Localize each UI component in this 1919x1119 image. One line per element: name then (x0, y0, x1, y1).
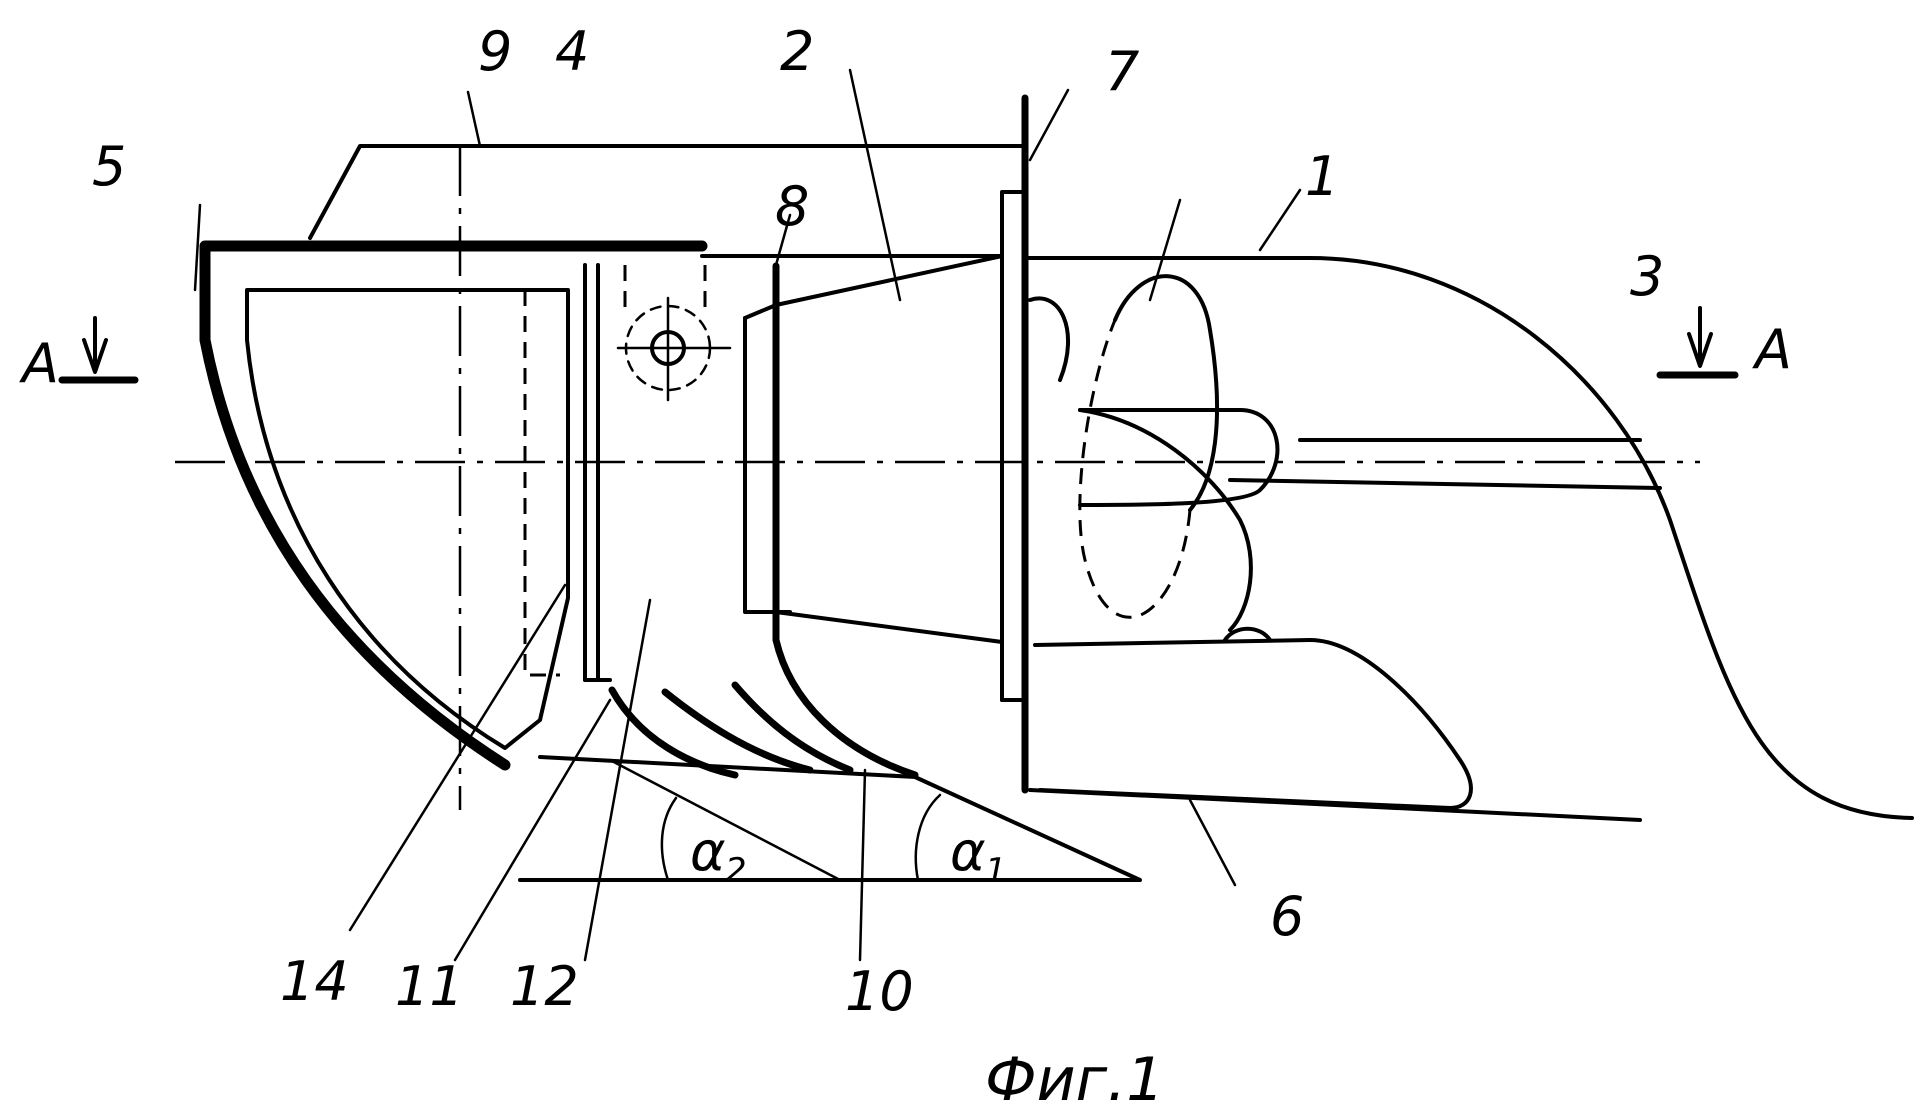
angle-alpha1: α 1 (950, 820, 1007, 891)
alpha2-symbol: α (690, 820, 726, 883)
label-9: 9 (478, 20, 512, 83)
figure-caption: Фиг.1 (985, 1045, 1164, 1115)
section-label-right: A (1752, 318, 1792, 381)
label-7: 7 (1105, 40, 1139, 103)
channel-2 (700, 254, 1004, 779)
label-6: 6 (1270, 885, 1304, 948)
alpha1-sub: 1 (985, 851, 1007, 891)
label-2: 2 (780, 20, 814, 83)
label-1: 1 (1305, 145, 1339, 208)
angle-alpha2: α 2 (690, 820, 747, 891)
label-3: 3 (1630, 245, 1664, 308)
section-mark-left: A (19, 316, 139, 395)
drum-1 (1028, 274, 1280, 632)
section-label-left: A (19, 332, 59, 395)
label-10: 10 (845, 960, 914, 1023)
label-8: 8 (775, 175, 809, 238)
pivot-joint (616, 265, 732, 402)
front-panel-7 (1000, 94, 1029, 794)
label-11: 11 (395, 955, 464, 1018)
label-12: 12 (510, 955, 579, 1018)
alpha1-symbol: α (950, 820, 986, 883)
label-14: 14 (280, 950, 349, 1013)
leader-lines (193, 68, 1302, 962)
guide-ribs (538, 681, 918, 779)
alpha2-sub: 2 (725, 851, 747, 891)
label-5: 5 (92, 135, 126, 198)
lower-chute-6 (1033, 626, 1473, 810)
label-4: 4 (555, 20, 589, 83)
top-housing-9 (308, 144, 1027, 240)
bucket-shell-5 (199, 240, 708, 771)
section-mark-right: A (1656, 306, 1792, 381)
angle-construction (518, 758, 1142, 882)
